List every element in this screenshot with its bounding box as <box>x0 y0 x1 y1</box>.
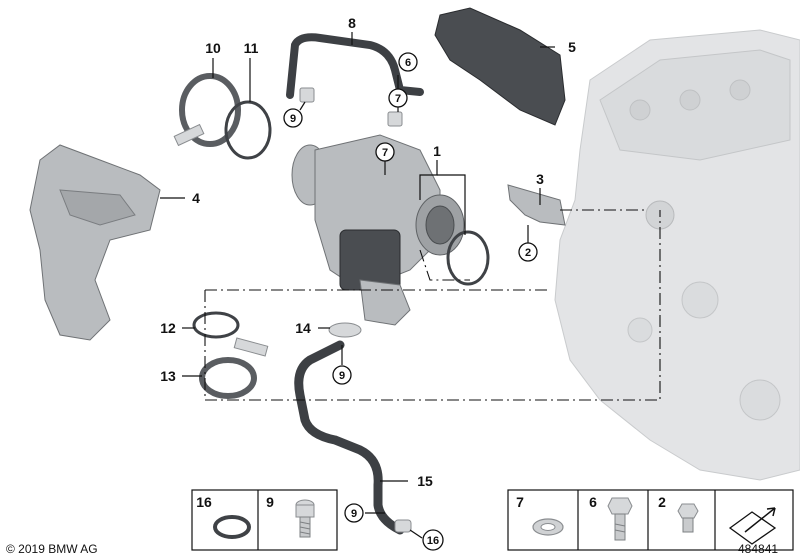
svg-text:7: 7 <box>395 93 401 105</box>
circled-callout-9-upper: 9 <box>283 108 303 128</box>
circled-callout-7-upper: 7 <box>388 88 408 108</box>
assembly-line-outlet <box>419 249 470 281</box>
diagram-number: 484841 <box>738 542 778 556</box>
banjo-bolt-icon <box>607 497 633 541</box>
copyright-text: © 2019 BMW AG <box>6 542 98 556</box>
legend-label-9: 9 <box>266 494 274 510</box>
svg-text:9: 9 <box>351 508 357 520</box>
engine-block-ghost <box>554 29 800 481</box>
v-band-clamp-lower <box>199 357 257 399</box>
legend-box-left: 16 9 <box>191 489 338 551</box>
circled-callout-7-lower: 7 <box>375 142 395 162</box>
callout-1: 1 <box>433 143 441 159</box>
washer-icon <box>532 518 564 536</box>
legend-label-7: 7 <box>516 494 524 510</box>
oil-feed-line <box>286 33 424 99</box>
callout-8: 8 <box>348 15 356 31</box>
callout-15: 15 <box>417 473 433 489</box>
feed-line-fitting <box>299 87 315 103</box>
clamp-bolt-upper <box>173 123 205 147</box>
svg-text:2: 2 <box>525 247 531 259</box>
legend-label-6: 6 <box>589 494 597 510</box>
seal-ring-upper <box>224 100 272 160</box>
heat-shield-turbo <box>29 144 161 341</box>
return-line-end-fitting <box>394 519 412 533</box>
oil-return-line <box>294 340 405 535</box>
turbocharger <box>291 134 465 326</box>
callout-3: 3 <box>536 171 544 187</box>
hex-socket-screw-icon <box>295 499 315 538</box>
circled-callout-16: 16 <box>422 529 444 551</box>
direction-arrow-icon <box>728 507 777 545</box>
legend-box-right: 7 6 2 <box>507 489 794 551</box>
circled-callout-9-lower: 9 <box>344 503 364 523</box>
feed-line-banjo <box>387 111 403 127</box>
clamp-bolt-lower <box>233 337 269 357</box>
support-bracket <box>507 184 566 226</box>
svg-text:9: 9 <box>290 113 296 125</box>
svg-text:7: 7 <box>382 147 388 159</box>
assembly-line-bottom <box>204 210 661 401</box>
svg-text:16: 16 <box>427 535 439 547</box>
seal-ring-lower <box>192 311 240 339</box>
callout-12: 12 <box>160 320 176 336</box>
v-band-clamp-upper <box>179 73 241 147</box>
legend-label-16: 16 <box>196 494 212 510</box>
callout-14: 14 <box>295 320 311 336</box>
callout-4: 4 <box>192 190 200 206</box>
callout-13: 13 <box>160 368 176 384</box>
callout-5: 5 <box>568 39 576 55</box>
callout-10: 10 <box>205 40 221 56</box>
circled-callout-6: 6 <box>398 52 418 72</box>
heat-shield-emboss <box>59 189 136 226</box>
circled-callout-9-middle: 9 <box>332 365 352 385</box>
circled-callout-2: 2 <box>518 242 538 262</box>
svg-text:6: 6 <box>405 57 411 69</box>
seal-ring-outlet <box>446 230 490 286</box>
oil-return-gasket <box>328 322 362 338</box>
heat-shield-upper <box>434 7 566 126</box>
legend-label-2: 2 <box>658 494 666 510</box>
hex-bolt-icon <box>677 503 699 533</box>
callout-11: 11 <box>244 40 259 56</box>
seal-ring-icon <box>213 515 251 539</box>
svg-text:9: 9 <box>339 370 345 382</box>
